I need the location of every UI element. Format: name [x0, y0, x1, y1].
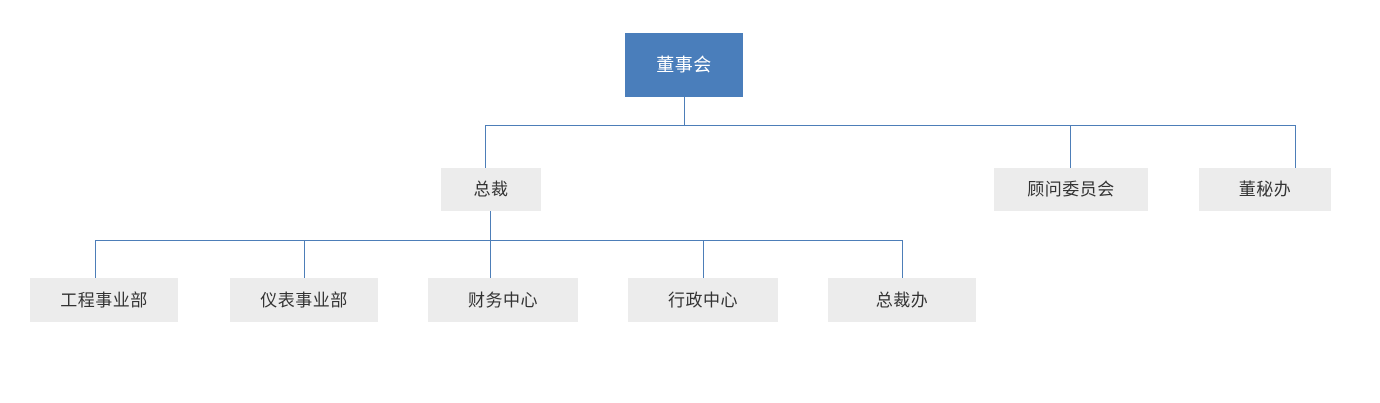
- connector-level1-bus: [485, 125, 1296, 126]
- org-node-president-office[interactable]: 总裁办: [828, 278, 976, 322]
- org-node-label: 财务中心: [468, 290, 538, 310]
- org-node-president[interactable]: 总裁: [441, 168, 541, 211]
- org-node-board-secretary-office[interactable]: 董秘办: [1199, 168, 1331, 211]
- connector-root-stem: [684, 97, 685, 125]
- connector-drop-president-office: [902, 240, 903, 278]
- org-node-engineering-division[interactable]: 工程事业部: [30, 278, 178, 322]
- org-node-advisory-committee[interactable]: 顾问委员会: [994, 168, 1148, 211]
- org-node-label: 总裁办: [875, 290, 929, 310]
- org-node-instrument-division[interactable]: 仪表事业部: [230, 278, 378, 322]
- org-node-finance-center[interactable]: 财务中心: [428, 278, 578, 322]
- org-node-label: 总裁: [473, 180, 509, 199]
- connector-drop-board-secretary-office: [1295, 125, 1296, 168]
- org-node-label: 董事会: [656, 55, 712, 75]
- org-node-label: 行政中心: [668, 290, 738, 310]
- connector-drop-advisory-committee: [1070, 125, 1071, 168]
- connector-drop-instrument-division: [304, 240, 305, 278]
- org-node-label: 仪表事业部: [260, 290, 348, 310]
- connector-drop-engineering-division: [95, 240, 96, 278]
- connector-drop-finance-center: [490, 240, 491, 278]
- connector-drop-president: [485, 125, 486, 168]
- connector-level2-bus: [95, 240, 903, 241]
- org-node-label: 工程事业部: [60, 290, 148, 310]
- org-node-board-of-directors[interactable]: 董事会: [625, 33, 743, 97]
- connector-president-stem: [490, 211, 491, 240]
- org-node-label: 顾问委员会: [1027, 180, 1115, 199]
- org-node-administration-center[interactable]: 行政中心: [628, 278, 778, 322]
- org-node-label: 董秘办: [1238, 180, 1292, 199]
- connector-drop-administration-center: [703, 240, 704, 278]
